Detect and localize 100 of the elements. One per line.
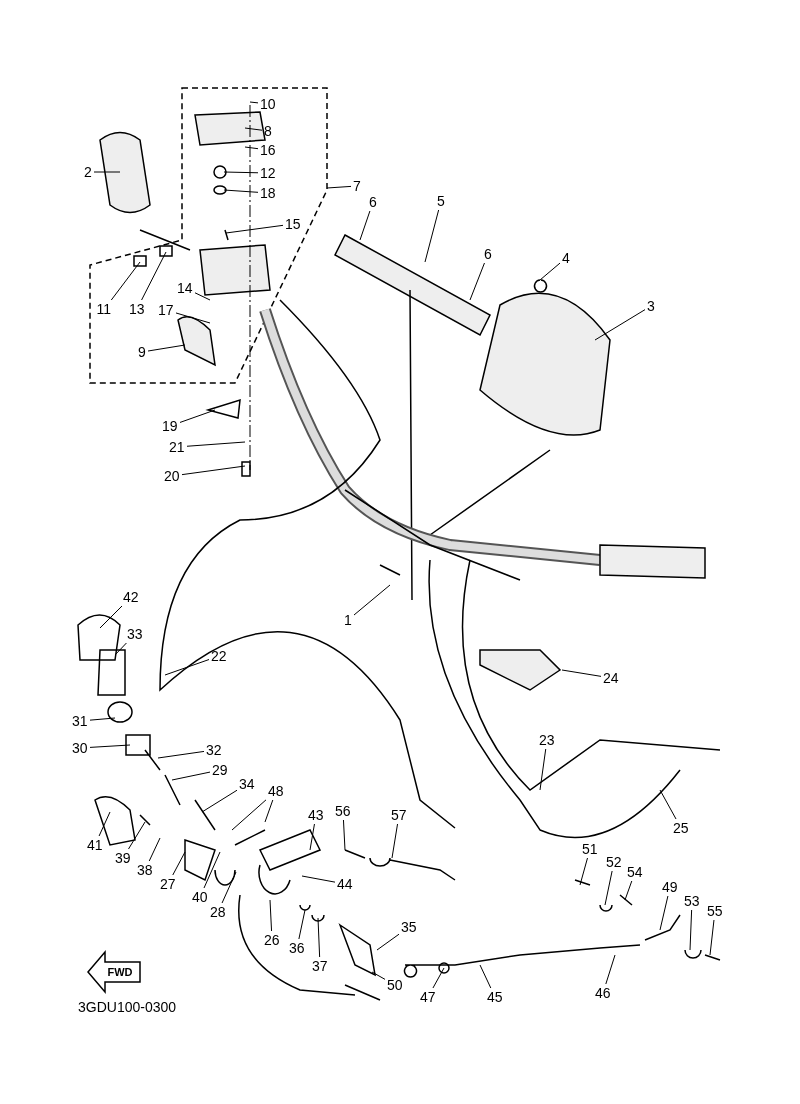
leader-line	[89, 744, 131, 748]
callout-number: 23	[539, 733, 555, 747]
callout-number: 21	[169, 440, 185, 454]
leader-line	[659, 895, 669, 931]
callout-number: 36	[289, 941, 305, 955]
callout-number: 19	[162, 419, 178, 433]
callout-number: 2	[84, 165, 92, 179]
callout-number: 15	[285, 217, 301, 231]
callout-number: 42	[123, 590, 139, 604]
leader-line	[264, 799, 274, 823]
leader-line	[353, 584, 391, 616]
leader-line	[391, 823, 399, 859]
leader-line	[99, 605, 123, 629]
leader-line	[172, 851, 186, 876]
leader-line	[244, 146, 259, 150]
callout-number: 5	[437, 194, 445, 208]
callout-number: 29	[212, 763, 228, 777]
leader-line	[249, 101, 259, 104]
leader-line	[301, 875, 336, 883]
callout-number: 38	[137, 863, 153, 877]
leader-line	[93, 171, 121, 173]
leader-line	[371, 971, 386, 980]
leader-line	[624, 880, 633, 901]
leader-line	[594, 309, 646, 341]
callout-number: 43	[308, 808, 324, 822]
leader-line	[579, 857, 588, 886]
callout-number: 47	[420, 990, 436, 1004]
callout-number: 1	[344, 613, 352, 627]
callout-number: 39	[115, 851, 131, 865]
part-code: 3GDU100-0300	[78, 1000, 177, 1014]
callout-number: 6	[484, 247, 492, 261]
callout-number: 13	[129, 302, 145, 316]
callout-number: 34	[239, 777, 255, 791]
callout-number: 26	[264, 933, 280, 947]
leader-line	[221, 871, 237, 904]
callout-number: 44	[337, 877, 353, 891]
leader-line	[244, 127, 263, 131]
callout-number: 50	[387, 978, 403, 992]
callout-number: 6	[369, 195, 377, 209]
callout-number: 48	[268, 784, 284, 798]
callout-number: 54	[627, 865, 643, 879]
leader-line	[659, 789, 677, 820]
callout-number: 32	[206, 743, 222, 757]
leader-line	[128, 821, 146, 850]
leader-line	[326, 185, 352, 189]
leader-line	[309, 823, 315, 851]
leader-line	[689, 909, 693, 951]
leader-line	[194, 292, 211, 301]
callout-number: 31	[72, 714, 88, 728]
leader-line	[203, 851, 221, 889]
callout-number: 49	[662, 880, 678, 894]
callout-number: 57	[391, 808, 407, 822]
callout-number: 14	[177, 281, 193, 295]
callout-number: 25	[673, 821, 689, 835]
callout-number: 3	[647, 299, 655, 313]
callout-number: 53	[684, 894, 700, 908]
leader-line	[164, 659, 210, 676]
leader-line	[110, 261, 141, 301]
leader-line	[376, 933, 400, 951]
leader-line	[539, 262, 561, 281]
callout-number: 22	[211, 649, 227, 663]
callout-number: 30	[72, 741, 88, 755]
callout-number: 51	[582, 842, 598, 856]
leader-line	[269, 899, 273, 932]
callout-number: 55	[707, 904, 723, 918]
callout-number: 52	[606, 855, 622, 869]
leader-line	[561, 669, 602, 677]
leader-line	[424, 209, 440, 263]
leader-line	[89, 717, 116, 721]
leader-line	[148, 837, 161, 862]
leader-line	[539, 748, 547, 791]
callout-number: 35	[401, 920, 417, 934]
callout-number: 27	[160, 877, 176, 891]
callout-number: 56	[335, 804, 351, 818]
leader-line	[186, 441, 246, 447]
callout-number: 7	[353, 179, 361, 193]
leader-line	[317, 917, 321, 958]
callout-number: 41	[87, 838, 103, 852]
callout-number: 9	[138, 345, 146, 359]
leader-line	[604, 870, 613, 906]
leader-line	[114, 642, 127, 656]
callout-number: 16	[260, 143, 276, 157]
leader-line	[605, 954, 616, 985]
callout-number: 8	[264, 124, 272, 138]
leader-line	[298, 909, 306, 940]
leader-line	[171, 771, 211, 781]
leader-line	[98, 811, 111, 837]
leader-line	[231, 799, 267, 831]
leader-line	[342, 819, 346, 851]
callout-number: 24	[603, 671, 619, 685]
callout-number: 20	[164, 469, 180, 483]
leader-line	[181, 465, 246, 476]
callout-number: 4	[562, 251, 570, 265]
leader-line	[223, 189, 259, 193]
callout-number: 33	[127, 627, 143, 641]
callout-number: 12	[260, 166, 276, 180]
direction-label: FWD	[107, 965, 133, 979]
leader-line	[141, 251, 167, 301]
leader-line	[157, 750, 205, 759]
leader-line	[225, 224, 284, 234]
